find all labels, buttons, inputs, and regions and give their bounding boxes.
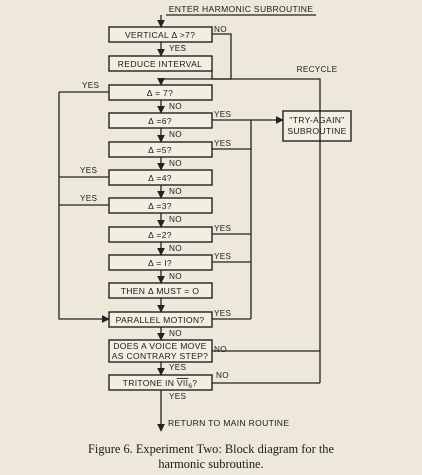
label-no-vertical: NO bbox=[214, 25, 227, 34]
box-delta-6-text: Δ =6? bbox=[148, 116, 172, 126]
label-yes-d1: YES bbox=[214, 252, 232, 261]
label-no-d4: NO bbox=[169, 187, 182, 196]
label-no-d2: NO bbox=[169, 244, 182, 253]
label-yes-tritone: YES bbox=[169, 392, 187, 401]
box-delta-3-text: Δ =3? bbox=[148, 201, 172, 211]
box-try-again-line2: SUBROUTINE bbox=[287, 126, 346, 136]
label-yes-d6: YES bbox=[214, 110, 232, 119]
box-delta-2-text: Δ =2? bbox=[148, 230, 172, 240]
label-yes-d3: YES bbox=[80, 194, 98, 203]
label-no-tritone: NO bbox=[216, 371, 229, 380]
label-no-parallel: NO bbox=[169, 329, 182, 338]
recycle-label: RECYCLE bbox=[297, 65, 338, 74]
box-delta-7-text: Δ = 7? bbox=[147, 88, 173, 98]
box-try-again-line1: "TRY-AGAIN" bbox=[289, 115, 344, 125]
label-no-d6: NO bbox=[169, 130, 182, 139]
box-try-again bbox=[282, 110, 352, 142]
label-no-d7: NO bbox=[169, 102, 182, 111]
label-yes-d5: YES bbox=[214, 139, 232, 148]
label-no-d1: NO bbox=[169, 272, 182, 281]
label-no-d5: NO bbox=[169, 159, 182, 168]
label-no-d3: NO bbox=[169, 215, 182, 224]
box-reduce-interval-text: REDUCE INTERVAL bbox=[118, 59, 202, 69]
label-yes-vertical: YES bbox=[169, 44, 187, 53]
exit-text: RETURN TO MAIN ROUTINE bbox=[168, 418, 289, 428]
caption-line2: harmonic subroutine. bbox=[158, 457, 264, 471]
box-must-0-text: THEN Δ MUST = O bbox=[121, 286, 200, 296]
label-yes-d7: YES bbox=[82, 81, 100, 90]
box-tritone-text: TRITONE IN VII6? bbox=[123, 378, 198, 390]
box-parallel-motion-text: PARALLEL MOTION? bbox=[116, 315, 205, 325]
caption-line1: Figure 6. Experiment Two: Block diagram … bbox=[88, 442, 334, 456]
label-yes-parallel: YES bbox=[214, 309, 232, 318]
label-yes-d2: YES bbox=[214, 224, 232, 233]
label-yes-contrary: YES bbox=[169, 363, 187, 372]
box-contrary-step-line1: DOES A VOICE MOVE bbox=[113, 341, 206, 351]
box-vertical-gt-7-text: VERTICAL Δ >7? bbox=[125, 30, 195, 40]
box-delta-5-text: Δ =5? bbox=[148, 145, 172, 155]
diagram-title: ENTER HARMONIC SUBROUTINE bbox=[169, 4, 314, 14]
path-recycle bbox=[211, 71, 321, 383]
path-left-to-parallel bbox=[58, 92, 110, 323]
label-no-contrary: NO bbox=[214, 345, 227, 354]
box-contrary-step-line2: AS CONTRARY STEP? bbox=[112, 351, 208, 361]
box-delta-1-text: Δ = I? bbox=[148, 258, 172, 268]
box-delta-4-text: Δ =4? bbox=[148, 173, 172, 183]
label-yes-d4: YES bbox=[80, 166, 98, 175]
